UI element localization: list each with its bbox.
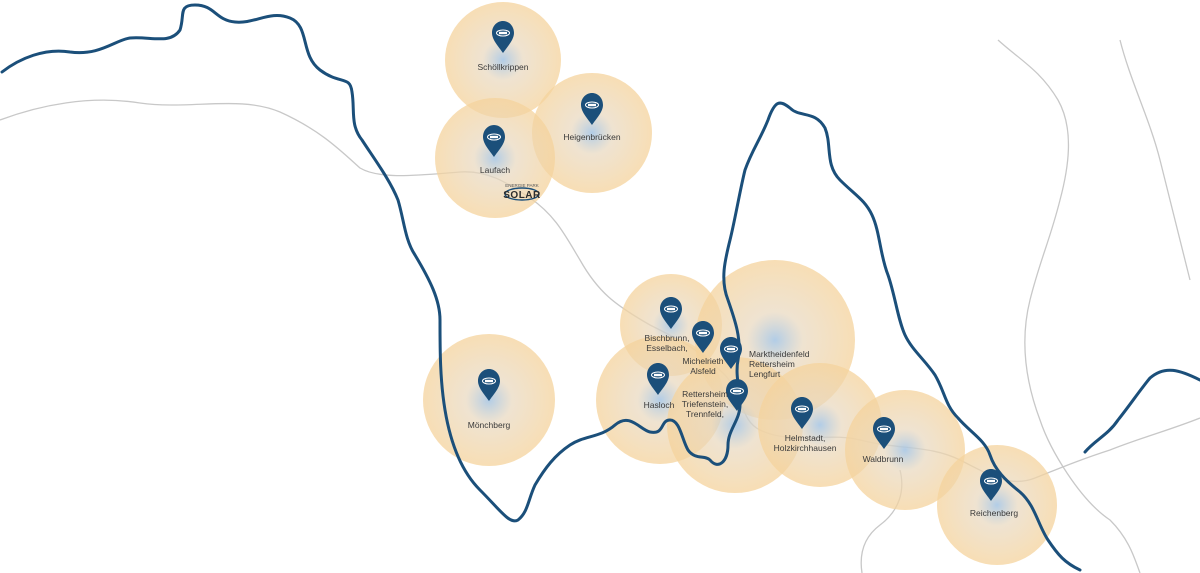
location-label-line: Laufach [480, 165, 511, 175]
energie-park-solar-logo: ENERGIE PARK SOLAR [503, 183, 541, 201]
location-marker-reichenberg[interactable]: Reichenberg [970, 469, 1018, 518]
logo-main-text: SOLAR [503, 190, 541, 201]
coverage-zone [937, 445, 1057, 565]
location-label-line: Marktheidenfeld [749, 349, 810, 359]
location-label: Mönchberg [468, 420, 511, 430]
location-label-line: Rettersheim [682, 389, 728, 399]
location-marker-laufach[interactable]: Laufach [480, 125, 511, 175]
location-label-line: Alsfeld [690, 366, 716, 376]
location-marker-bischbrunn[interactable]: Bischbrunn,Esselbach, [645, 297, 690, 353]
location-label-line: Reichenberg [970, 508, 1018, 518]
location-label-line: Waldbrunn [863, 454, 904, 464]
coverage-zone [445, 2, 561, 118]
map-pin-solar-icon [647, 363, 669, 395]
location-marker-hasloch[interactable]: Hasloch [644, 363, 675, 410]
road-east [1119, 39, 1191, 281]
location-marker-heigenbruecken[interactable]: Heigenbrücken [563, 93, 621, 142]
location-label-line: Lengfurt [749, 369, 781, 379]
location-label-line: Holzkirchhausen [774, 443, 837, 453]
map-pin-solar-icon [726, 379, 748, 411]
map-pin-solar-icon [720, 337, 742, 369]
location-marker-moenchberg[interactable]: Mönchberg [468, 369, 511, 430]
rivers-layer [0, 3, 1200, 572]
location-label: Schöllkrippen [477, 62, 528, 72]
river-north-east [1083, 368, 1200, 454]
location-label-line: Heigenbrücken [563, 132, 620, 142]
location-label-line: Trennfeld, [686, 409, 724, 419]
location-marker-helmstadt[interactable]: Helmstadt,Holzkirchhausen [774, 397, 837, 453]
logo-small-text: ENERGIE PARK [505, 183, 538, 188]
location-label: Heigenbrücken [563, 132, 620, 142]
map-pin-solar-icon [791, 397, 813, 429]
road-north-east [997, 39, 1141, 573]
river-main [0, 3, 1082, 572]
coverage-zone [845, 390, 965, 510]
map-pin-solar-icon [581, 93, 603, 125]
location-label: Laufach [480, 165, 511, 175]
location-label-line: Schöllkrippen [477, 62, 528, 72]
map-pin-solar-icon [980, 469, 1002, 501]
road-east-spur [1034, 417, 1200, 479]
logo-swoosh [504, 187, 540, 201]
location-label: Helmstadt,Holzkirchhausen [774, 433, 837, 453]
coverage-zone [532, 73, 652, 193]
location-marker-schoellkrippen[interactable]: Schöllkrippen [477, 21, 529, 72]
location-label-line: Esselbach, [646, 343, 688, 353]
location-label-line: Helmstadt, [785, 433, 826, 443]
map-pin-solar-icon [478, 369, 500, 401]
location-label-line: Hasloch [644, 400, 675, 410]
location-label-line: Bischbrunn, [645, 333, 690, 343]
location-label: Reichenberg [970, 508, 1018, 518]
location-label-line: Mönchberg [468, 420, 511, 430]
location-label: Hasloch [644, 400, 675, 410]
coverage-zones-layer [423, 2, 1057, 565]
location-label: Waldbrunn [863, 454, 904, 464]
location-label: Bischbrunn,Esselbach, [645, 333, 690, 353]
map-pin-solar-icon [492, 21, 514, 53]
markers-layer: SchöllkrippenHeigenbrückenLaufachMönchbe… [468, 21, 1018, 518]
map-pin-solar-icon [660, 297, 682, 329]
location-label-line: Rettersheim [749, 359, 795, 369]
map-pin-solar-icon [873, 417, 895, 449]
map-pin-solar-icon [692, 321, 714, 353]
map-pin-solar-icon [483, 125, 505, 157]
location-label-line: Triefenstein, [682, 399, 728, 409]
location-label-line: Michelrieth [682, 356, 723, 366]
location-marker-waldbrunn[interactable]: Waldbrunn [863, 417, 904, 464]
